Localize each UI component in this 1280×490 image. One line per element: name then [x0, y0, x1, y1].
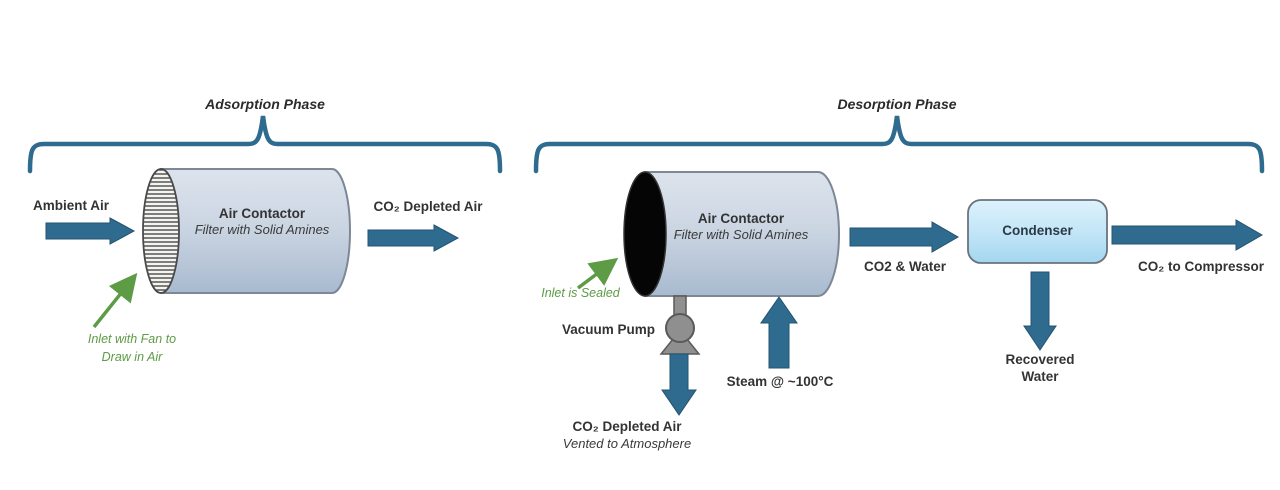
co2-depleted-air-label: CO₂ Depleted Air — [373, 199, 483, 214]
condenser-label: Condenser — [1002, 223, 1073, 239]
desorption-contactor-subtitle: Filter with Solid Amines — [673, 227, 809, 242]
steam-label: Steam @ ~100°C — [726, 374, 834, 389]
inlet-sealed-note: Inlet is Sealed — [541, 286, 620, 300]
recovered-water-line2: Water — [1021, 368, 1059, 384]
co2-to-compressor-arrow — [1111, 219, 1264, 251]
adsorption-contactor-subtitle: Filter with Solid Amines — [194, 222, 330, 237]
ambient-air-arrow — [45, 217, 136, 245]
steam-up-arrow — [760, 296, 798, 369]
inlet-fan-note: Inlet with Fan to Draw in Air — [72, 330, 192, 366]
co2-water-arrow — [849, 221, 960, 253]
ambient-air-label: Ambient Air — [32, 198, 109, 213]
co2-water-label: CO2 & Water — [863, 259, 946, 274]
vacuum-pump-label: Vacuum Pump — [561, 322, 656, 337]
desorption-phase-title: Desorption Phase — [837, 96, 957, 112]
condenser-box — [967, 199, 1108, 264]
vented-co2-label: CO₂ Depleted Air — [572, 419, 682, 434]
inlet-fan-note-line2: Draw in Air — [101, 350, 163, 365]
vented-to-atmosphere-label: Vented to Atmosphere — [562, 436, 692, 451]
co2-to-compressor-label: CO₂ to Compressor — [1137, 259, 1264, 274]
inlet-fan-annotation-arrow — [92, 272, 138, 329]
vacuum-pump-icon — [659, 295, 701, 355]
desorption-contactor-body — [644, 171, 840, 297]
desorption-contactor-title: Air Contactor — [697, 211, 785, 226]
vent-down-arrow — [661, 353, 697, 416]
sealed-inlet-face — [623, 171, 667, 297]
recovered-water-label: Recovered Water — [980, 352, 1100, 386]
adsorption-phase-title: Adsorption Phase — [205, 96, 325, 112]
inlet-fan-note-line1: Inlet with Fan to — [87, 332, 177, 346]
inlet-sealed-annotation-arrow — [576, 257, 619, 290]
co2-depleted-air-arrow — [367, 224, 460, 252]
adsorption-inlet-filter-face — [142, 168, 180, 294]
adsorption-contactor-title: Air Contactor — [218, 206, 306, 221]
adsorption-contactor-body — [160, 168, 351, 294]
desorption-brace — [533, 115, 1265, 174]
recovered-water-arrow — [1023, 271, 1057, 351]
adsorption-brace — [27, 115, 503, 174]
recovered-water-line1: Recovered — [1005, 352, 1075, 367]
